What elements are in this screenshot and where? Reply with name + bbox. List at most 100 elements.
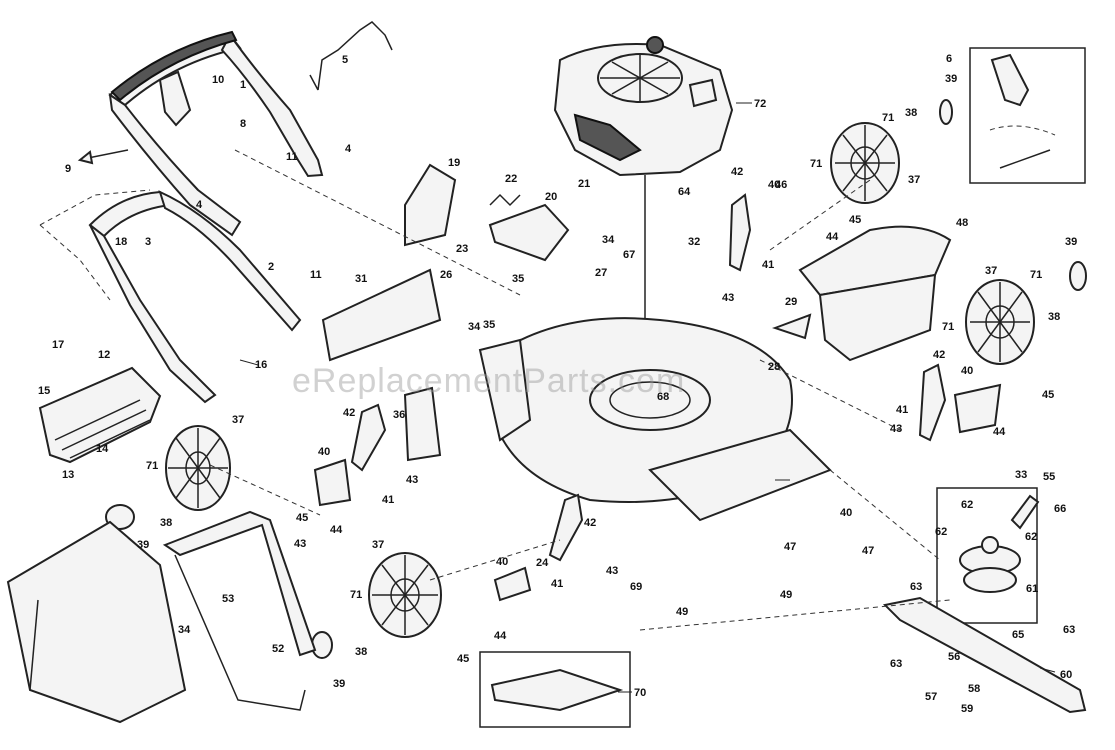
- part-label-63: 63: [890, 658, 902, 670]
- part-label-31: 31: [355, 273, 367, 285]
- part-label-61: 61: [1026, 583, 1038, 595]
- part-label-71: 71: [146, 460, 158, 472]
- part-label-44: 44: [494, 630, 507, 642]
- part-label-32: 32: [688, 236, 700, 248]
- wheel-37-bottom: [368, 552, 442, 638]
- wheel-37-left: [165, 425, 231, 511]
- part-label-71: 71: [882, 112, 894, 124]
- watermark-text: eReplacementParts.com: [292, 362, 685, 400]
- part-label-34: 34: [602, 234, 615, 246]
- part-label-69: 69: [630, 581, 642, 593]
- part-label-40: 40: [961, 365, 973, 377]
- part-label-48: 48: [956, 217, 968, 229]
- part-label-16: 16: [255, 359, 267, 371]
- part-label-34: 34: [178, 624, 191, 636]
- part-label-63: 63: [910, 581, 922, 593]
- part-label-66: 66: [1054, 503, 1066, 515]
- blade-60: [882, 596, 1087, 714]
- part-label-53: 53: [222, 593, 234, 605]
- part-label-43: 43: [294, 538, 306, 550]
- grass-bag-54: [6, 520, 187, 724]
- part-label-37: 37: [985, 265, 997, 277]
- wheel-37-top-right: [830, 122, 900, 204]
- part-label-56: 56: [948, 651, 960, 663]
- height-adjuster-front: [493, 493, 584, 602]
- rail-31: [321, 268, 442, 362]
- part-label-71: 71: [1030, 269, 1042, 281]
- upper-handle: [108, 30, 324, 237]
- part-label-29: 29: [785, 296, 797, 308]
- part-label-47: 47: [784, 541, 796, 553]
- part-label-41: 41: [896, 404, 908, 416]
- part-label-19: 19: [448, 157, 460, 169]
- part-label-58: 58: [968, 683, 980, 695]
- kit-box-70: [479, 651, 631, 728]
- part-label-39: 39: [1065, 236, 1077, 248]
- part-label-38: 38: [1048, 311, 1060, 323]
- part-label-44: 44: [330, 524, 343, 536]
- part-label-37: 37: [908, 174, 920, 186]
- handle-pivot-bracket-10: [158, 70, 192, 127]
- mower-deck-28: [478, 317, 832, 522]
- control-wire-5: [309, 21, 393, 91]
- part-label-43: 43: [606, 565, 618, 577]
- part-label-59: 59: [961, 703, 973, 715]
- blade-adapter-box: [936, 487, 1038, 624]
- part-label-41: 41: [382, 494, 394, 506]
- part-label-68: 68: [657, 391, 669, 403]
- spring-22: [489, 193, 521, 207]
- part-label-60: 60: [1060, 669, 1072, 681]
- part-label-13: 13: [62, 469, 74, 481]
- lower-handle: [39, 189, 302, 404]
- part-label-35: 35: [512, 273, 524, 285]
- wheel-37-right: [965, 279, 1035, 365]
- part-label-23: 23: [456, 243, 468, 255]
- part-label-38: 38: [160, 517, 172, 529]
- part-label-34: 34: [468, 321, 481, 333]
- part-label-21: 21: [578, 178, 590, 190]
- leader-lines: [239, 102, 1056, 693]
- part-label-38: 38: [905, 107, 917, 119]
- part-label-24: 24: [536, 557, 549, 569]
- part-label-42: 42: [933, 349, 945, 361]
- part-label-40: 40: [840, 507, 852, 519]
- bracket-20: [488, 203, 570, 262]
- part-label-3: 3: [145, 236, 151, 248]
- part-label-65: 65: [1012, 629, 1024, 641]
- part-label-1: 1: [240, 79, 246, 91]
- part-label-33: 33: [1015, 469, 1027, 481]
- part-label-43: 43: [890, 423, 902, 435]
- part-label-27: 27: [595, 267, 607, 279]
- part-label-17: 17: [52, 339, 64, 351]
- part-label-45: 45: [296, 512, 308, 524]
- part-label-14: 14: [96, 443, 109, 455]
- part-label-42: 42: [584, 517, 596, 529]
- part-label-63: 63: [1063, 624, 1075, 636]
- part-label-52: 52: [272, 643, 284, 655]
- part-label-36: 36: [393, 409, 405, 421]
- part-label-37: 37: [232, 414, 244, 426]
- part-label-62: 62: [935, 526, 947, 538]
- part-label-4: 4: [345, 143, 352, 155]
- part-label-39: 39: [945, 73, 957, 85]
- part-number-labels: 1 2 3 4 4 5 6 8 9 10 11 11 12 13 14 15 1…: [38, 53, 1077, 715]
- part-label-71: 71: [810, 158, 822, 170]
- part-label-70: 70: [634, 687, 646, 699]
- part-label-6: 6: [946, 53, 952, 65]
- part-label-15: 15: [38, 385, 50, 397]
- spring-66: [1010, 494, 1040, 530]
- part-label-38: 38: [355, 646, 367, 658]
- part-label-57: 57: [925, 691, 937, 703]
- part-label-4: 4: [196, 199, 203, 211]
- rear-deflector-12: [38, 366, 162, 464]
- part-label-71: 71: [942, 321, 954, 333]
- part-label-42: 42: [343, 407, 355, 419]
- part-label-41: 41: [762, 259, 774, 271]
- part-label-62: 62: [961, 499, 973, 511]
- part-label-35: 35: [483, 319, 495, 331]
- part-label-44: 44: [993, 426, 1006, 438]
- part-label-8: 8: [240, 118, 246, 130]
- part-label-62: 62: [1025, 531, 1037, 543]
